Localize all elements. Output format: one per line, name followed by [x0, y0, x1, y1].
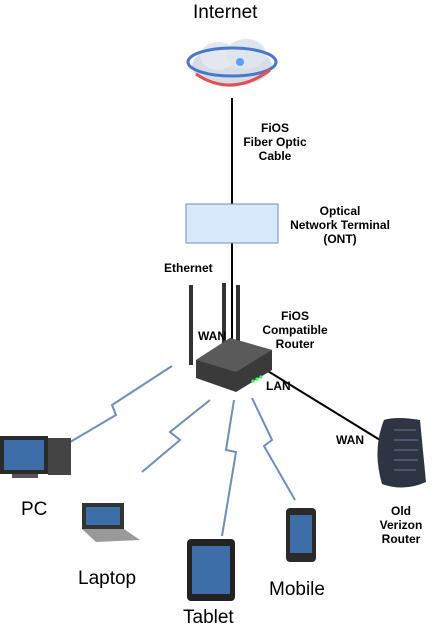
tablet-icon	[187, 539, 235, 601]
wireless-link-mobile	[251, 397, 296, 501]
wireless-link-tablet	[221, 399, 238, 537]
old-router-wan-label: WAN	[336, 433, 364, 447]
ont-label: Optical Network Terminal (ONT)	[280, 204, 400, 246]
router-line-3: Router	[275, 337, 315, 351]
ont-line-3: (ONT)	[323, 232, 357, 246]
old-router-line-1: Old	[391, 504, 411, 518]
fiber-cable-label: FiOS Fiber Optic Cable	[230, 121, 320, 163]
router-wan-label: WAN	[198, 329, 226, 343]
old-router-label: Old Verizon Router	[368, 504, 434, 546]
router-label: FiOS Compatible Router	[250, 309, 340, 351]
router-line-1: FiOS	[280, 309, 309, 323]
wireless-link-pc	[59, 365, 173, 449]
laptop-label: Laptop	[78, 568, 137, 589]
old-router-line-2: Verizon	[379, 518, 423, 532]
old-router-icon	[377, 418, 426, 488]
ont-line-2: Network Terminal	[290, 218, 390, 232]
pc-icon	[0, 436, 71, 478]
tablet-label: Tablet	[183, 607, 234, 628]
router-lan-label: LAN	[266, 379, 291, 393]
router-line-2: Compatible	[262, 323, 328, 337]
fiber-cable-line-1: FiOS	[260, 121, 289, 135]
old-router-line-3: Router	[381, 532, 421, 546]
fiber-cable-line-3: Cable	[258, 149, 292, 163]
mobile-label: Mobile	[269, 579, 325, 600]
wireless-link-laptop	[141, 399, 211, 473]
lan-line	[257, 364, 381, 441]
laptop-icon	[82, 503, 140, 542]
ont-box	[185, 203, 279, 244]
mobile-icon	[286, 508, 316, 562]
internet-cloud-icon	[186, 39, 278, 87]
internet-label: Internet	[193, 2, 258, 23]
ont-line-1: Optical	[319, 204, 361, 218]
fios-router-icon	[189, 283, 272, 392]
ethernet-label: Ethernet	[164, 261, 213, 275]
pc-label: PC	[21, 499, 48, 520]
fiber-cable-line-2: Fiber Optic	[243, 135, 307, 149]
